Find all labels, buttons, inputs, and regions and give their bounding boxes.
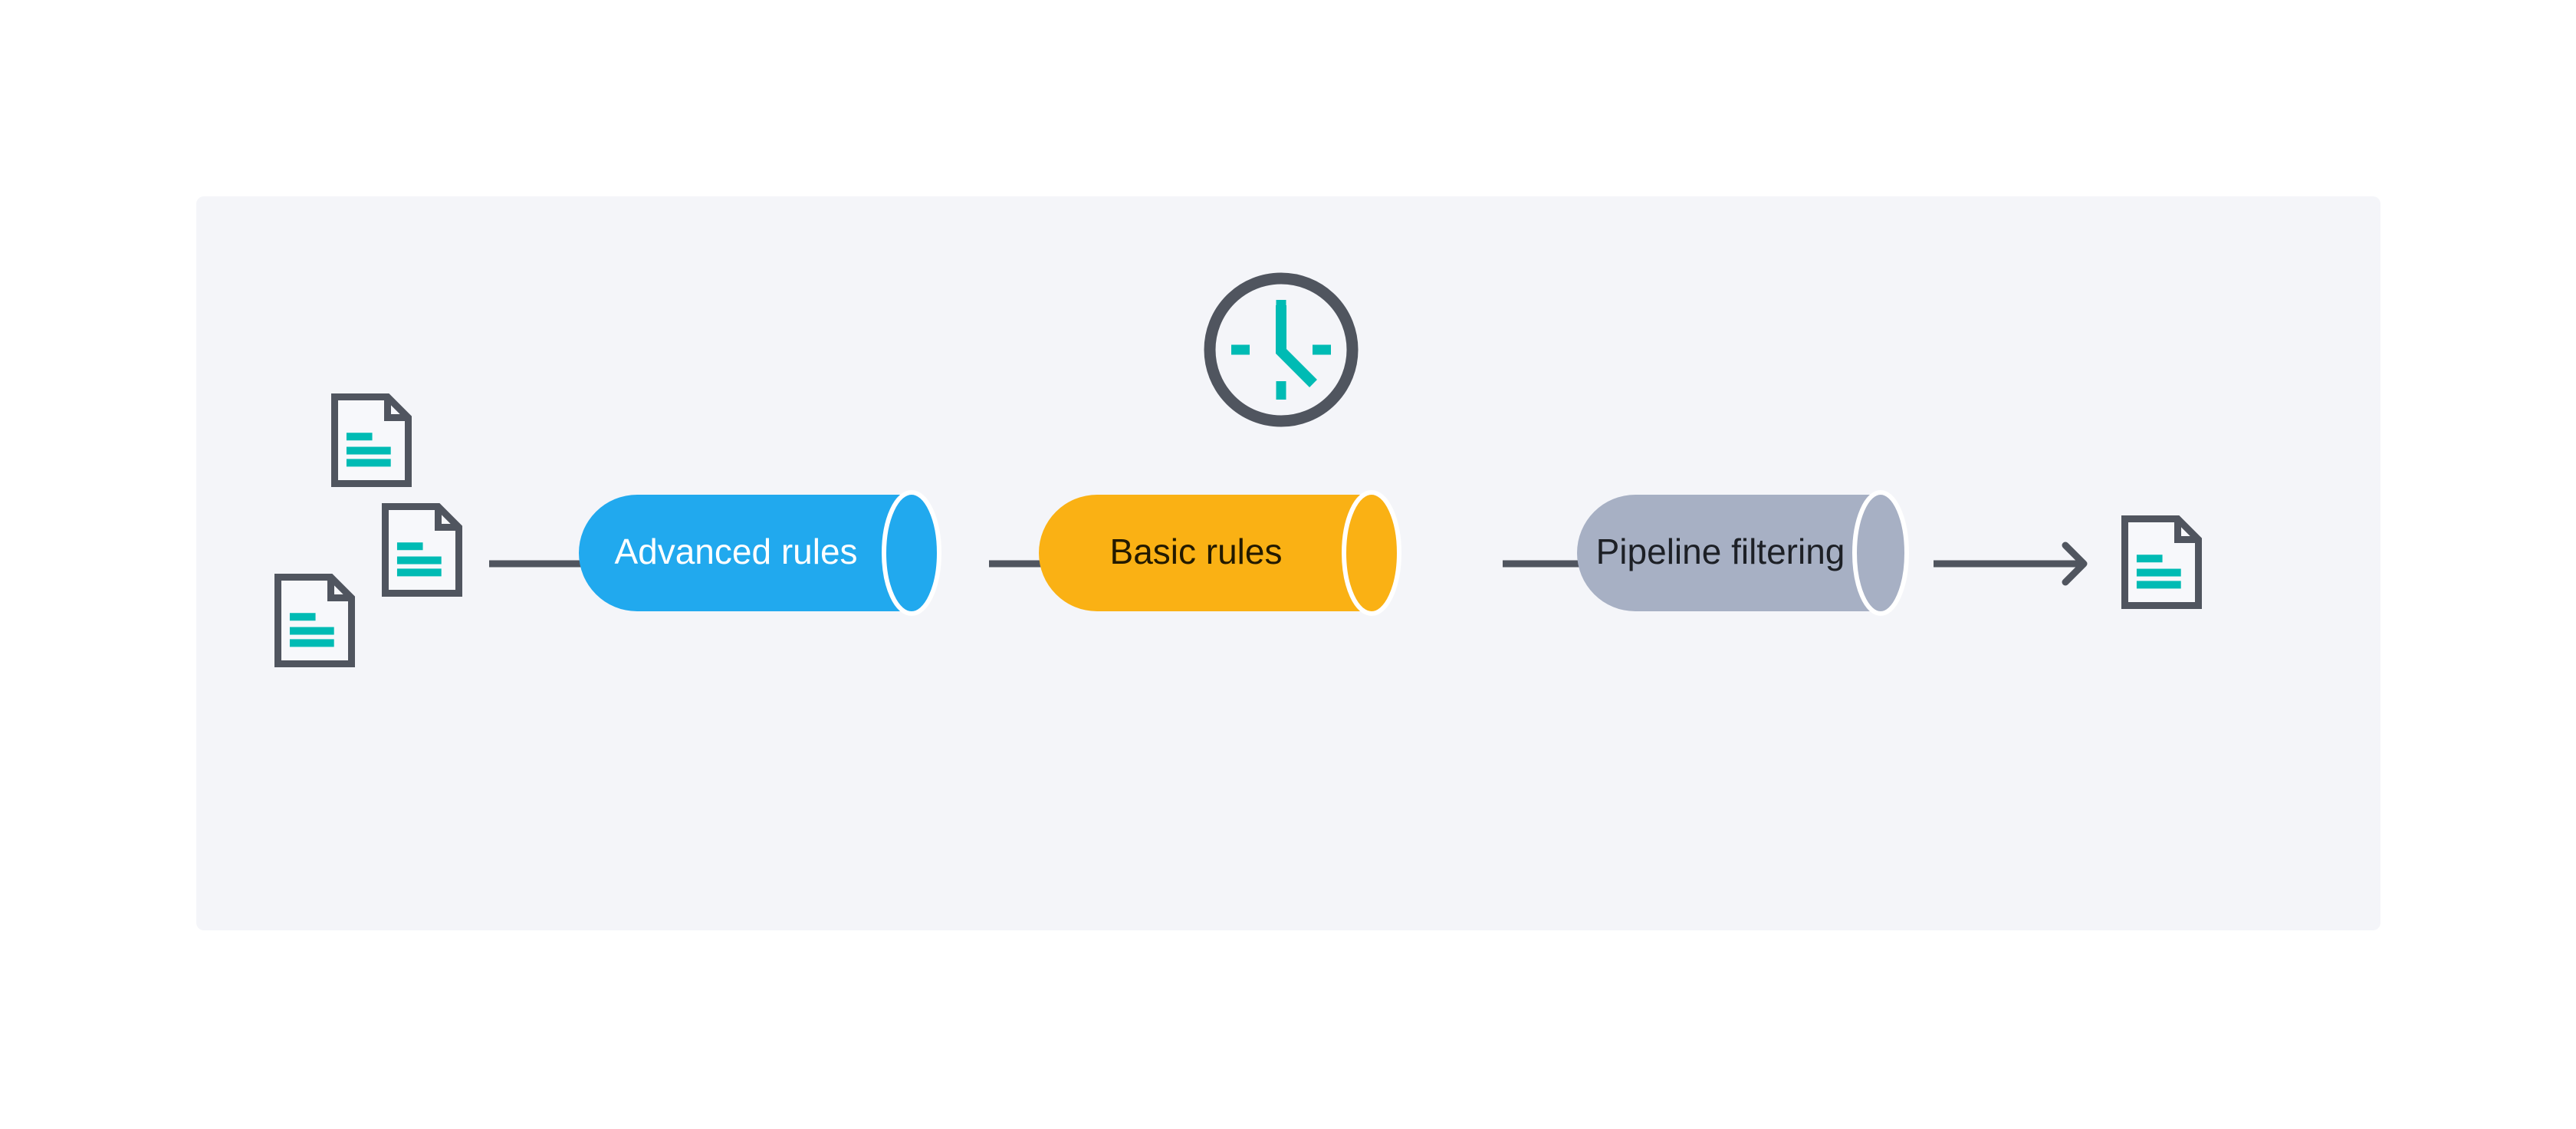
document-line xyxy=(289,613,316,621)
stage-body xyxy=(579,495,912,611)
stage-label: Advanced rules xyxy=(614,532,857,571)
document-line xyxy=(2136,581,2181,589)
document-fold xyxy=(435,506,459,531)
input-documents-group xyxy=(274,393,462,667)
document-fold xyxy=(327,577,352,601)
stage-label: Pipeline filtering xyxy=(1596,532,1845,571)
clock-tick-6 xyxy=(1276,381,1286,400)
stage-cap-ellipse xyxy=(1852,490,1909,616)
stage-cap-ellipse xyxy=(882,490,941,616)
document-fold xyxy=(2174,518,2199,543)
document-line xyxy=(289,627,334,635)
pipeline-stage-basic-rules[interactable]: Basic rules xyxy=(1039,490,1401,616)
document-line xyxy=(396,568,442,577)
pipeline-stage-advanced-rules[interactable]: Advanced rules xyxy=(579,490,941,616)
stage-label: Basic rules xyxy=(1110,532,1283,571)
clock-tick-9 xyxy=(1231,344,1250,355)
output-document-group xyxy=(2121,515,2202,609)
stage-body xyxy=(1039,495,1372,611)
document-line xyxy=(2136,568,2181,577)
arrow-head-chevron xyxy=(2062,541,2088,586)
document-line xyxy=(396,542,423,551)
pipeline-stages-group: Advanced rules Basic rules Pipeline filter… xyxy=(579,490,1909,616)
output-document xyxy=(2121,515,2202,609)
clock-tick-3 xyxy=(1313,344,1331,355)
pipeline-stage-pipeline-filtering[interactable]: Pipeline filtering xyxy=(1577,490,1909,616)
document-line xyxy=(346,446,391,455)
input-document-2 xyxy=(382,503,462,597)
document-line xyxy=(396,556,442,564)
flow-arrow-head xyxy=(2062,541,2088,586)
document-line xyxy=(2136,555,2163,563)
stage-cap-ellipse xyxy=(1342,490,1401,616)
document-line xyxy=(346,459,391,467)
document-line xyxy=(289,639,334,647)
clock-icon xyxy=(1204,272,1359,427)
stage-body xyxy=(1577,495,1881,611)
input-document-3 xyxy=(274,574,355,667)
clock-hands xyxy=(1276,305,1317,387)
document-line xyxy=(346,433,373,441)
document-fold xyxy=(384,397,409,421)
clock-ring xyxy=(1204,272,1359,427)
input-document-1 xyxy=(331,393,412,487)
